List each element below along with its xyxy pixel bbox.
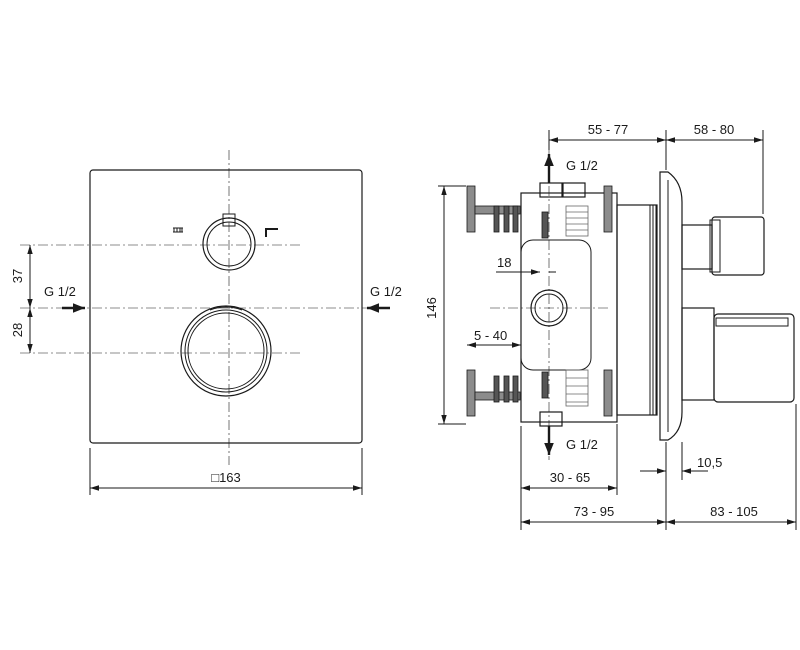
hatched-section bbox=[565, 205, 589, 407]
dim-10-5: 10,5 bbox=[697, 455, 722, 470]
side-view: G 1/2 G 1/2 146 18 5 - 40 55 - 77 58 - 8… bbox=[424, 122, 797, 530]
dim-146: 146 bbox=[424, 297, 439, 319]
dim-width-163: □163 bbox=[211, 470, 241, 485]
bottom-outlet-label: G 1/2 bbox=[566, 437, 598, 452]
dim-83-105: 83 - 105 bbox=[710, 504, 758, 519]
dim-5-40: 5 - 40 bbox=[474, 328, 507, 343]
inlet-port bbox=[530, 289, 568, 327]
dim-18: 18 bbox=[497, 255, 511, 270]
cover-plate-profile bbox=[659, 171, 683, 441]
bracket-bottom bbox=[466, 369, 476, 417]
top-outlet-label: G 1/2 bbox=[566, 158, 598, 173]
dim-30-65: 30 - 65 bbox=[550, 470, 590, 485]
dim-58-80: 58 - 80 bbox=[694, 122, 734, 137]
threaded-sleeve bbox=[616, 204, 658, 416]
diverter-knob bbox=[202, 213, 256, 271]
left-inlet-label: G 1/2 bbox=[44, 284, 76, 299]
right-inlet-label: G 1/2 bbox=[370, 284, 402, 299]
dim-28: 28 bbox=[10, 323, 25, 337]
dim-55-77: 55 - 77 bbox=[588, 122, 628, 137]
dim-73-95: 73 - 95 bbox=[574, 504, 614, 519]
shower-hose-icon bbox=[265, 228, 278, 237]
thermostat-knob bbox=[180, 305, 272, 397]
dim-37: 37 bbox=[10, 269, 25, 283]
bath-icon bbox=[173, 227, 183, 233]
diverter-knob-profile bbox=[681, 224, 713, 270]
thermostat-knob-profile bbox=[681, 307, 715, 401]
bracket-top bbox=[466, 185, 476, 233]
cover-plate bbox=[89, 169, 363, 444]
front-view: G 1/2 G 1/2 37 28 □163 bbox=[10, 150, 402, 495]
